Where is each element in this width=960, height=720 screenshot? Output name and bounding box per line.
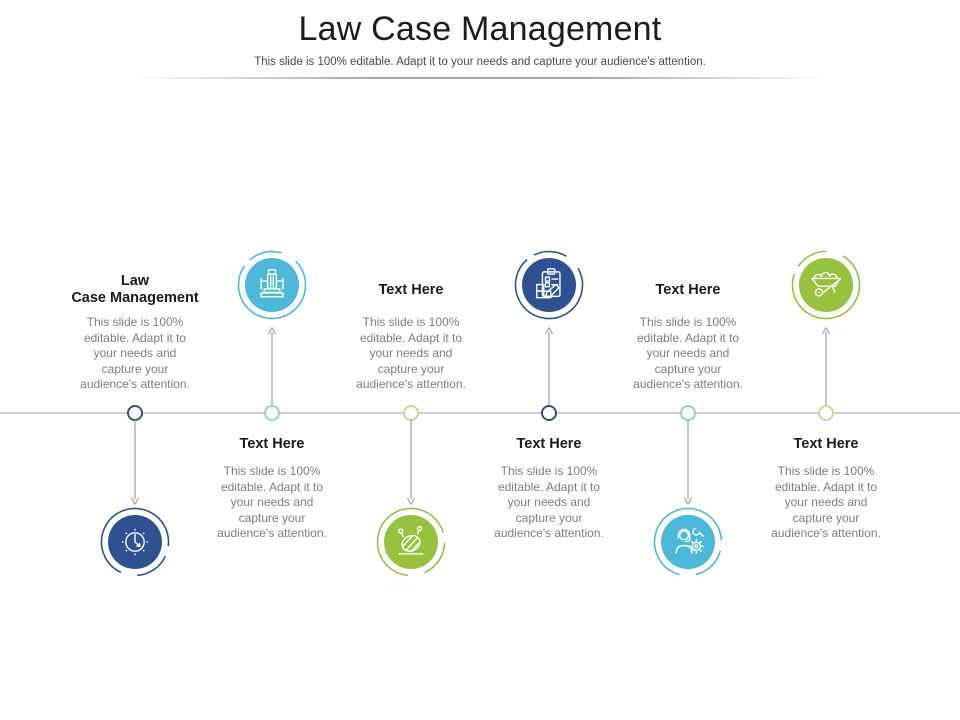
support-person-icon (675, 527, 705, 554)
timeline-node-3 (403, 405, 419, 421)
column-6-heading: Text Here (746, 436, 906, 453)
timeline-node-2 (264, 405, 280, 421)
page-subtitle: This slide is 100% editable. Adapt it to… (254, 56, 706, 68)
heading-line: Text Here (793, 436, 859, 452)
wheelbarrow-icon (811, 271, 842, 297)
connector-up-arrow (544, 327, 554, 406)
column-2-heading: Text Here (192, 436, 352, 453)
heading-line: Text Here (239, 436, 305, 452)
column-1-body: This slide is 100% editable. Adapt it to… (80, 315, 190, 391)
column-6-circle (787, 246, 865, 324)
column-3-textblock: Text Here This slide is 100% editable. A… (331, 270, 491, 393)
column-5-body: This slide is 100% editable. Adapt it to… (633, 315, 743, 391)
column-1-textblock: Law Case Management This slide is 100% e… (55, 270, 215, 393)
heading-line: Law (120, 273, 150, 289)
circle-ring (653, 507, 723, 577)
column-4-body: This slide is 100% editable. Adapt it to… (494, 464, 604, 540)
column-4-circle (510, 246, 588, 324)
connector-down-arrow (683, 420, 693, 505)
timeline-node-5 (680, 405, 696, 421)
column-6-body: This slide is 100% editable. Adapt it to… (771, 464, 881, 540)
column-5-heading: Text Here (608, 270, 768, 310)
timeline-line (0, 412, 960, 414)
column-6-textblock: Text Here This slide is 100% editable. A… (746, 436, 906, 542)
column-2-textblock: Text Here This slide is 100% editable. A… (192, 436, 352, 542)
circle-ring (100, 507, 170, 577)
connector-up-arrow (821, 327, 831, 406)
connector-up-arrow (267, 327, 277, 406)
heading-line: Text Here (516, 436, 582, 452)
column-3-circle (372, 503, 450, 581)
connector-down-arrow (406, 420, 416, 505)
header-divider (130, 77, 830, 79)
column-4-textblock: Text Here This slide is 100% editable. A… (469, 436, 629, 542)
gavel-icon (260, 268, 284, 298)
circle-ring (791, 250, 861, 320)
timeline-node-6 (818, 405, 834, 421)
column-2-body: This slide is 100% editable. Adapt it to… (217, 464, 327, 540)
column-4-heading: Text Here (469, 436, 629, 453)
circle-ring (237, 250, 307, 320)
heading-line: Text Here (378, 281, 444, 298)
heading-line: Text Here (655, 281, 721, 298)
column-3-heading: Text Here (331, 270, 491, 310)
circle-ring (514, 250, 584, 320)
hatched-sphere-icon (397, 525, 424, 555)
connector-down-arrow (130, 420, 140, 505)
timeline-node-1 (127, 405, 143, 421)
column-3-body: This slide is 100% editable. Adapt it to… (356, 315, 466, 391)
column-2-circle (233, 246, 311, 324)
column-1-circle (96, 503, 174, 581)
clock-history-icon (121, 528, 149, 556)
column-5-circle (649, 503, 727, 581)
heading-line: Case Management (71, 290, 199, 306)
circle-ring (376, 507, 446, 577)
column-1-heading: Law Case Management (55, 270, 215, 310)
timeline-node-4 (541, 405, 557, 421)
column-5-textblock: Text Here This slide is 100% editable. A… (608, 270, 768, 393)
clipboard-boxes-icon (536, 268, 561, 299)
page-title: Law Case Management (298, 10, 662, 48)
